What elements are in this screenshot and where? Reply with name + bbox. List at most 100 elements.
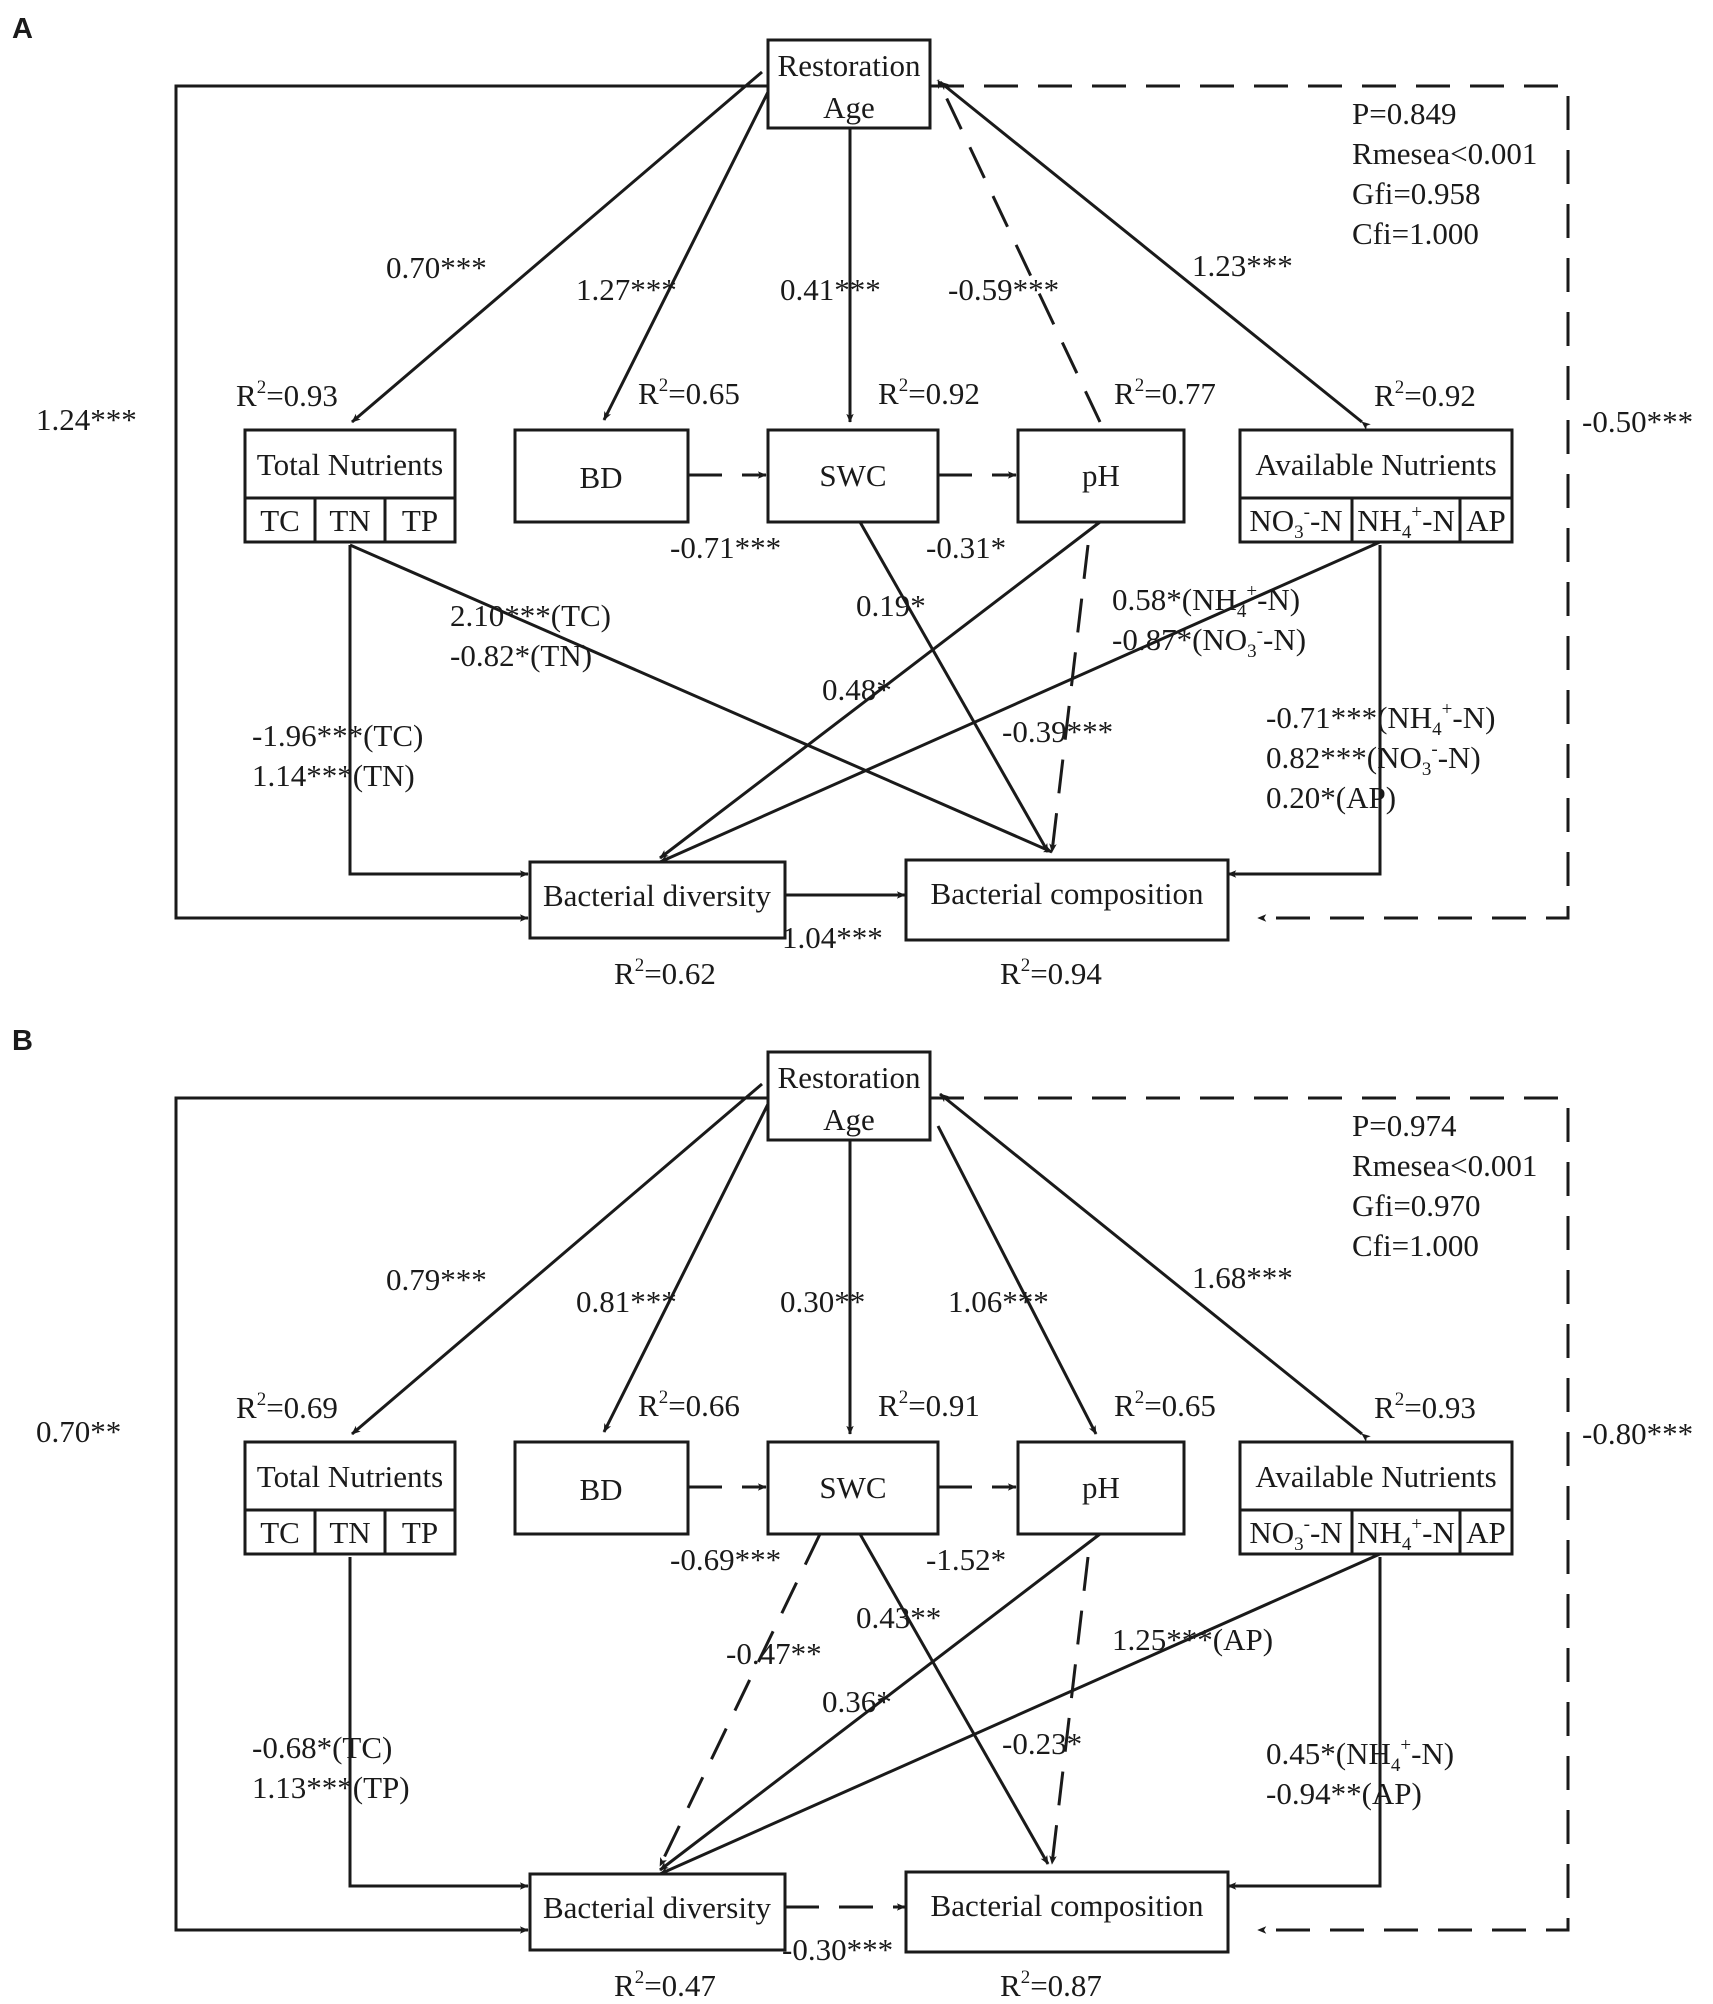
available-nutrients-sub-box [1238,496,1354,544]
arrow-age-to-bd [602,1083,780,1433]
arrow-age-to-total-nutrients [351,70,763,424]
available-nutrients-sub-label: NO3--N [1249,502,1342,543]
available-nutrients-box [1238,428,1514,500]
total-nutrients-sub-box [383,1508,457,1556]
total-nutrients-sub-box [313,1508,387,1556]
bacterial-composition-box [904,858,1230,942]
r2-bd: R2=0.66 [638,1387,740,1423]
bacterial-diversity-box [528,860,787,940]
coef-swc-composition: 0.43** [856,1600,941,1635]
r2-total-nutrients: R2=0.69 [236,1389,338,1425]
arrow-available-nutrients-to-diversity [659,540,1381,864]
coef-swc-diversity: -0.47** [726,1636,822,1671]
arrow-swc-to-composition [858,1533,1050,1865]
r2-ph: R2=0.77 [1114,375,1216,411]
arrow-swc-to-diversity [658,1533,822,1867]
coef-ph-composition: -0.23* [1002,1726,1082,1761]
restoration-age-label: Age [823,90,875,125]
total-nutrients-sub-label: TN [329,503,370,538]
total-nutrients-sub-label: TC [260,503,300,538]
ph-box [1016,1440,1186,1536]
arrow-swc-to-composition [858,521,1050,853]
fit-statistic: Cfi=1.000 [1352,216,1479,251]
available-nutrients-sub-label: AP [1466,1515,1506,1550]
available-nutrients-sub-label: NH4+-N [1357,502,1455,543]
arrow-total-nutrients-to-diversity [348,1557,529,1890]
bd-label: BD [579,460,622,495]
coef-age-available-nutrients: 1.68*** [1192,1260,1293,1295]
coef-total-nutrients-diversity: 1.13***(TP) [252,1770,410,1805]
restoration-age-label: Restoration [778,1060,921,1095]
available-nutrients-sub-box [1458,496,1514,544]
swc-label: SWC [819,1470,886,1505]
arrow-total-nutrients-to-diversity [348,545,529,878]
coef-age-total-nutrients: 0.70*** [386,250,487,285]
available-nutrients-sub-label: AP [1466,503,1506,538]
coef-age-swc: 0.41*** [780,272,881,307]
coef-age-bd: 1.27*** [576,272,677,307]
coef-age-composition: -0.80*** [1582,1416,1693,1451]
bacterial-diversity-label: Bacterial diversity [543,1890,772,1925]
fit-statistic: P=0.974 [1352,1108,1457,1143]
bacterial-composition-box [904,1870,1230,1954]
coef-age-total-nutrients: 0.79*** [386,1262,487,1297]
total-nutrients-sub-label: TP [402,1515,438,1550]
bacterial-diversity-box [528,1872,787,1952]
bacterial-composition-label: Bacterial composition [931,1888,1204,1923]
arrow-available-nutrients-to-composition [1227,545,1382,878]
available-nutrients-sub-box [1350,1508,1462,1556]
fit-statistic: P=0.849 [1352,96,1456,131]
total-nutrients-sub-label: TN [329,1515,370,1550]
panel-label: A [12,13,33,45]
coef-total-nutrients-composition: -0.82*(TN) [450,638,592,673]
r2-available-nutrients: R2=0.93 [1374,1389,1476,1425]
total-nutrients-label: Total Nutrients [257,1459,443,1494]
arrow-age-to-available-nutrients [939,80,1371,431]
coef-age-ph: -0.59*** [948,272,1059,307]
arrow-available-nutrients-to-composition [1227,1557,1382,1890]
total-nutrients-sub-box [313,496,387,544]
coef-age-diversity: 1.24*** [36,402,137,437]
coef-available-nutrients-diversity: -0.87*(NO3--N) [1112,621,1306,662]
available-nutrients-sub-box [1238,1508,1354,1556]
fit-statistic: Rmesea<0.001 [1352,136,1537,171]
coef-bd-swc: -0.69*** [670,1542,781,1577]
arrow-age-to-available-nutrients [939,1092,1371,1443]
available-nutrients-sub-label: NH4+-N [1357,1514,1455,1555]
ph-label: pH [1082,1470,1120,1505]
total-nutrients-label: Total Nutrients [257,447,443,482]
available-nutrients-label: Available Nutrients [1255,447,1496,482]
coef-available-nutrients-diversity: 0.58*(NH4+-N) [1112,581,1300,622]
coef-bd-swc: -0.71*** [670,530,781,565]
coef-age-available-nutrients: 1.23*** [1192,248,1293,283]
restoration-age-label: Restoration [778,48,921,83]
arrow-age-to-composition [930,84,1570,922]
fit-statistic: Cfi=1.000 [1352,1228,1479,1263]
total-nutrients-sub-label: TP [402,503,438,538]
ph-box [1016,428,1186,524]
available-nutrients-sub-box [1458,1508,1514,1556]
r2-bacterial-diversity: R2=0.62 [614,955,716,991]
coef-swc-composition: 0.19* [856,588,926,623]
panel-label: B [12,1025,33,1057]
r2-bd: R2=0.65 [638,375,740,411]
r2-available-nutrients: R2=0.92 [1374,377,1476,413]
total-nutrients-sub-box [383,496,457,544]
coef-total-nutrients-diversity: -1.96***(TC) [252,718,423,753]
arrow-ph-to-diversity [659,1532,1101,1872]
coef-age-composition: -0.50*** [1582,404,1693,439]
r2-swc: R2=0.92 [878,375,980,411]
bd-label: BD [579,1472,622,1507]
arrow-age-to-bd [602,71,780,421]
coef-swc-ph: -0.31* [926,530,1006,565]
coef-swc-ph: -1.52* [926,1542,1006,1577]
r2-bacterial-diversity: R2=0.47 [614,1967,716,2003]
coef-diversity-composition: 1.04*** [782,920,883,955]
bacterial-composition-label: Bacterial composition [931,876,1204,911]
available-nutrients-sub-box [1350,496,1462,544]
coef-total-nutrients-diversity: -0.68*(TC) [252,1730,392,1765]
arrow-age-to-composition [930,1096,1570,1934]
fit-statistic: Rmesea<0.001 [1352,1148,1537,1183]
coef-available-nutrients-composition: 0.45*(NH4+-N) [1266,1735,1454,1776]
